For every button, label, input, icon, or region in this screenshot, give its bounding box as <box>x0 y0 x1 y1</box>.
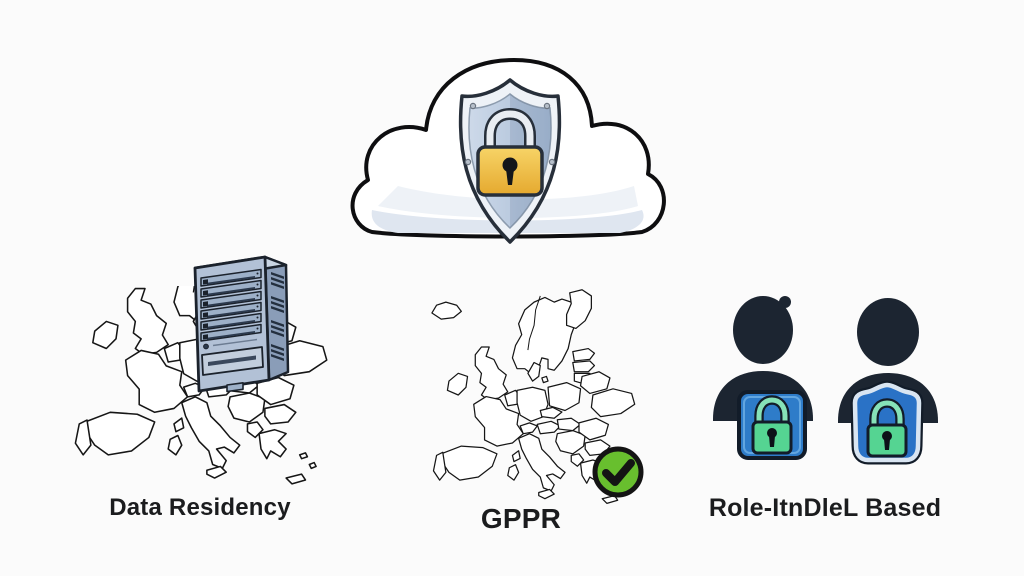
gold-padlock-icon <box>476 107 544 197</box>
cloud-shield-lock-icon <box>350 58 666 244</box>
lock-badge-shield-icon <box>850 380 924 465</box>
users-lock-badges-icon <box>713 296 938 465</box>
role-based-label: Role-ItnDleL Based <box>708 494 942 522</box>
server-tower-icon <box>193 255 290 393</box>
shield-icon <box>458 78 562 244</box>
gdpr-label: GPPR <box>480 503 562 534</box>
shield-screws <box>464 102 556 166</box>
green-checkmark-icon <box>592 446 644 498</box>
data-residency-label: Data Residency <box>109 494 291 521</box>
lock-badge-square-icon <box>737 390 807 460</box>
